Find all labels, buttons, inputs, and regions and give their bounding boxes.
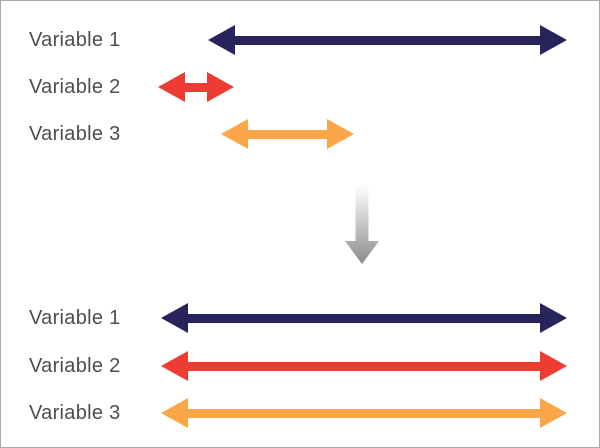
arrowhead-right-icon [540, 25, 567, 55]
range-double-arrow [161, 351, 567, 381]
arrowhead-right-icon [540, 351, 567, 381]
variable-label: Variable 3 [29, 402, 121, 424]
range-double-arrow [208, 25, 567, 55]
variable-row: Variable 2 [1, 351, 599, 381]
arrowhead-right-icon [207, 72, 234, 102]
arrowhead-right-icon [327, 119, 354, 149]
variable-label: Variable 3 [29, 123, 121, 145]
variable-row: Variable 2 [1, 72, 599, 102]
arrow-shaft [183, 361, 545, 371]
range-double-arrow [158, 72, 234, 102]
arrow-shaft [243, 129, 332, 139]
range-double-arrow [161, 303, 567, 333]
arrow-shaft [183, 313, 545, 323]
arrowhead-right-icon [540, 398, 567, 428]
variable-label: Variable 2 [29, 355, 121, 377]
variable-label: Variable 2 [29, 76, 121, 98]
variable-row: Variable 1 [1, 25, 599, 55]
transform-down-arrow-icon [345, 184, 379, 264]
variable-row: Variable 1 [1, 303, 599, 333]
range-double-arrow [161, 398, 567, 428]
variable-row: Variable 3 [1, 119, 599, 149]
arrow-shaft [183, 408, 545, 418]
arrowhead-right-icon [540, 303, 567, 333]
range-double-arrow [221, 119, 354, 149]
variable-label: Variable 1 [29, 307, 121, 329]
arrow-shaft [230, 35, 545, 45]
variable-label: Variable 1 [29, 29, 121, 51]
arrow-shaft [180, 82, 212, 92]
variable-row: Variable 3 [1, 398, 599, 428]
